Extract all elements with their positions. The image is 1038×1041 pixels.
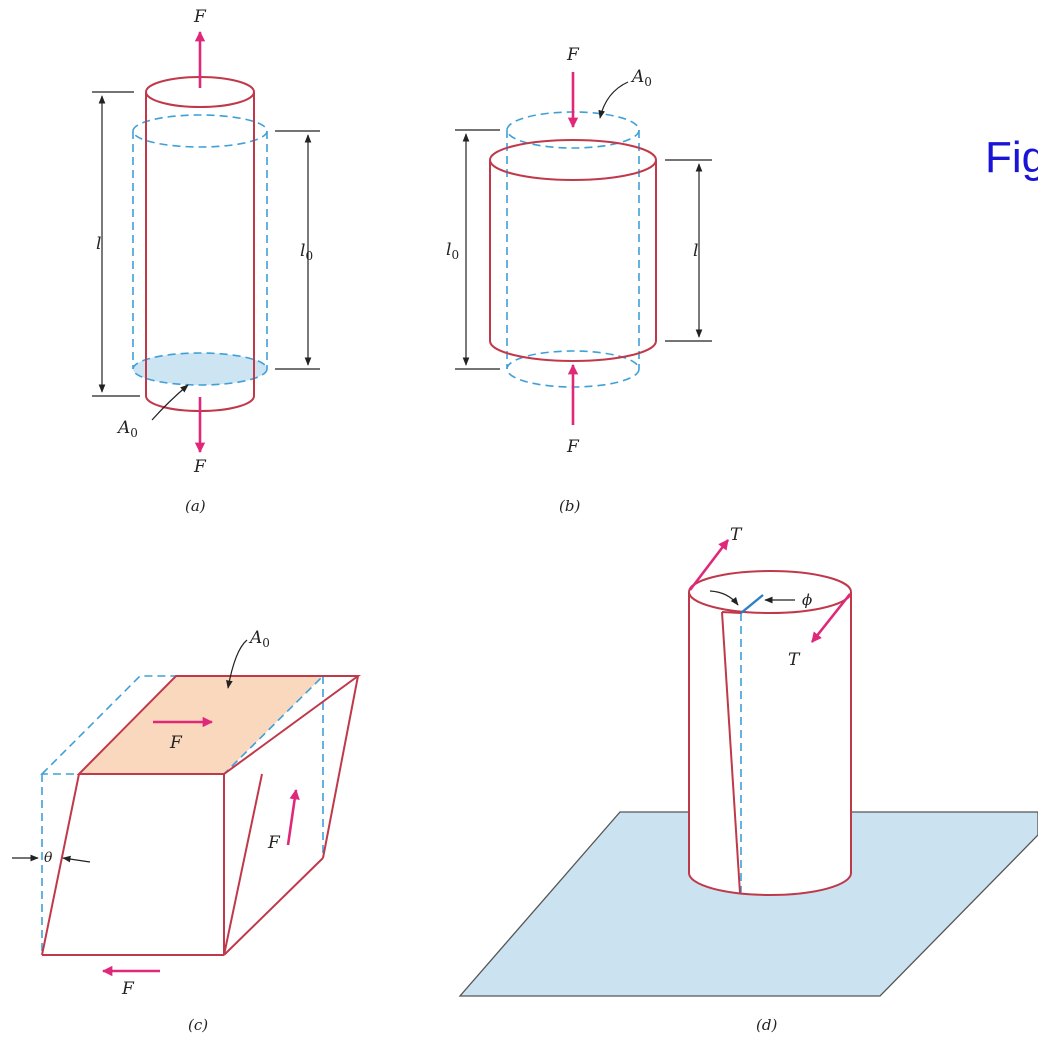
panel-a-length0: l0 xyxy=(300,241,313,263)
panel-b-force-bottom: F xyxy=(566,437,580,457)
panel-c-force-bottom: F xyxy=(121,979,135,999)
panel-d-torque-right: T xyxy=(788,650,801,670)
panel-c-area-shade xyxy=(79,676,323,774)
panel-b-area: A0 xyxy=(630,67,652,89)
panel-d-cylinder-body xyxy=(689,592,851,895)
panel-a-tension: F F l l0 A0 (a) xyxy=(92,7,320,515)
panel-b-specimen-top xyxy=(489,139,657,181)
panel-a-area-shade xyxy=(133,353,267,385)
torque-arrow-icon xyxy=(810,593,852,643)
panel-b-specimen-bottom xyxy=(489,340,657,362)
panel-b-length: l xyxy=(693,241,698,261)
panel-d-torsion: ϕ T T (d) xyxy=(458,525,1038,1034)
panel-c-force-side: F xyxy=(267,833,281,853)
panel-c-shear: F F F A0 θ (c) xyxy=(12,628,362,1034)
panel-c-force-top: F xyxy=(169,733,183,753)
panel-d-torque-top: T xyxy=(730,525,743,545)
force-arrow-icon xyxy=(286,788,300,846)
panel-d-twisted-line xyxy=(721,611,741,894)
panel-d-angle: ϕ xyxy=(802,591,812,609)
panel-d-caption: (d) xyxy=(756,1016,777,1034)
panel-a-force-bottom: F xyxy=(193,457,207,477)
torque-arrow-icon xyxy=(688,539,730,591)
panel-c-area: A0 xyxy=(248,628,270,650)
panel-a-original-bottom xyxy=(132,352,268,386)
panel-a-caption: (a) xyxy=(185,497,206,515)
panel-c-caption: (c) xyxy=(188,1016,208,1034)
panel-a-length: l xyxy=(96,234,101,254)
panel-b-force-top: F xyxy=(566,45,580,65)
panel-a-force-top: F xyxy=(193,7,207,27)
panel-b-compression: F F l0 l A0 (b) xyxy=(446,45,712,515)
panel-b-length0: l0 xyxy=(446,240,459,262)
panel-d-base-plate xyxy=(458,811,1038,997)
panel-b-caption: (b) xyxy=(559,497,580,515)
panel-a-original-top xyxy=(132,114,268,148)
panel-c-angle: θ xyxy=(44,850,53,866)
figure-title: Fig xyxy=(985,133,1038,182)
panel-a-area: A0 xyxy=(116,418,138,440)
panel-d-cylinder-top xyxy=(688,570,852,614)
